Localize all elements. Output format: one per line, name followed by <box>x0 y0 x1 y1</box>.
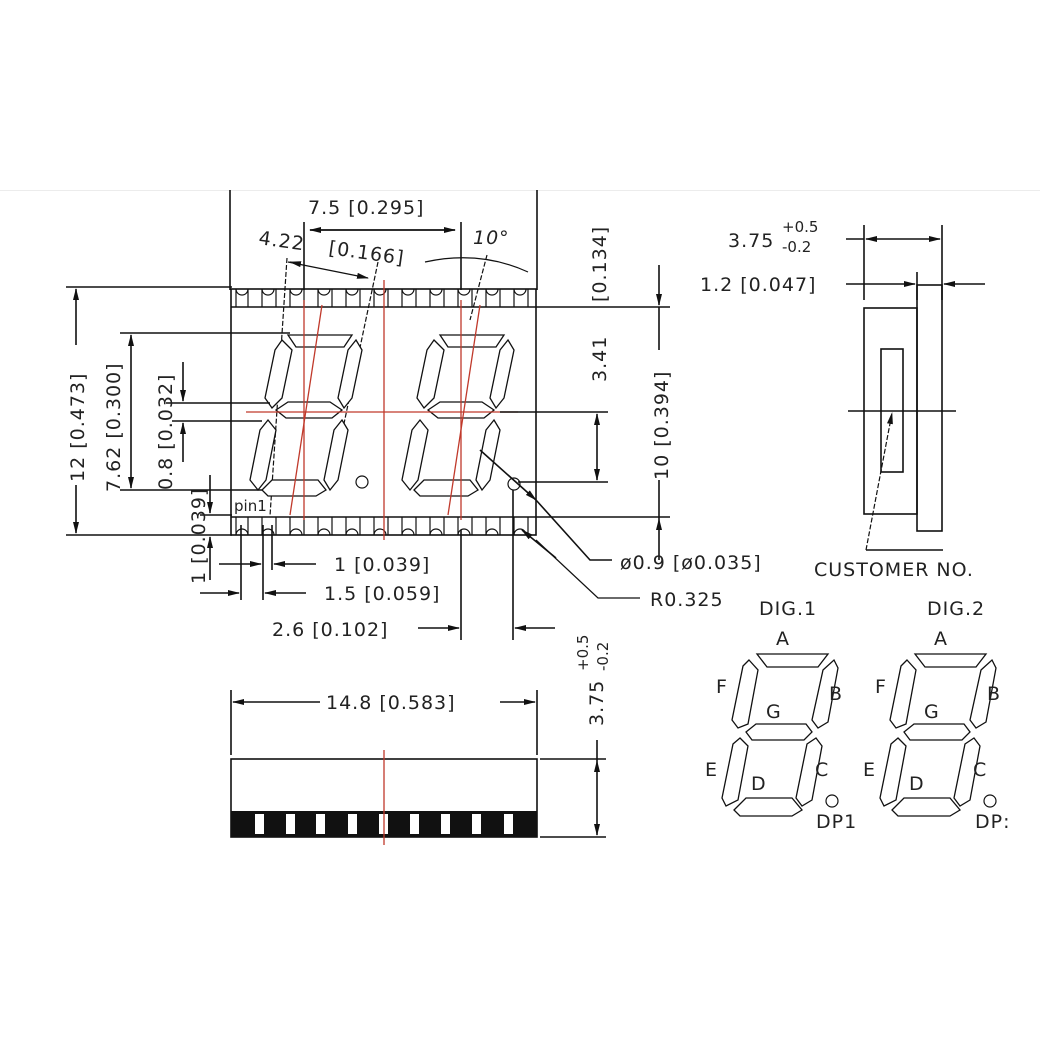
dig1-label-g: G <box>766 701 782 723</box>
side-view <box>846 225 985 551</box>
dig2-label-dp: DP: <box>975 811 1011 833</box>
dig1-label-a: A <box>776 628 790 650</box>
dim-width-between-digits: 7.5 [0.295] <box>308 197 424 219</box>
dig2-label-f: F <box>875 676 887 698</box>
pin1-label: pin1 <box>234 497 267 515</box>
front-dim-tol-plus: +0.5 <box>574 635 592 671</box>
dig1-label-e: E <box>705 759 718 781</box>
dim-radius: R0.325 <box>650 589 724 611</box>
side-dim-depth: 3.75 <box>728 230 774 252</box>
dim-slant-a: 4.22 <box>257 227 306 255</box>
dim-pad-pitch: 1.5 [0.059] <box>324 583 440 605</box>
top-pads <box>235 288 529 307</box>
dim-dp-diameter: ø0.9 [ø0.035] <box>620 552 762 574</box>
dim-dp-offset: 2.6 [0.102] <box>272 619 388 641</box>
dig1-label-b: B <box>829 683 843 705</box>
segment-diagram-dig2 <box>879 653 997 817</box>
dim-top-margin: [0.134] <box>589 226 611 302</box>
front-dim-tol-minus: -0.2 <box>594 642 612 671</box>
dig2-label-a: A <box>934 628 948 650</box>
front-view <box>66 190 670 640</box>
dig1-label-c: C <box>815 759 829 781</box>
dig2-label-b: B <box>987 683 1001 705</box>
front-digit-1 <box>249 334 369 497</box>
dim-angle: 10° <box>473 227 510 249</box>
side-dim-thickness: 1.2 [0.047] <box>700 274 816 296</box>
side-dim-tol-plus: +0.5 <box>782 218 818 236</box>
dim-digit-height: 7.62 [0.300] <box>103 362 125 492</box>
dim-lower-half: 3.41 <box>589 336 611 382</box>
drawing-sheet <box>0 190 1040 847</box>
dim-pin-offset: 1 [0.039] <box>188 488 210 584</box>
bottom-pads <box>235 517 529 536</box>
dig1-title: DIG.1 <box>759 598 817 620</box>
bottom-view <box>230 690 606 845</box>
dim-slant-b: [0.166] <box>327 237 406 269</box>
dig1-label-dp: DP1 <box>816 811 857 833</box>
front-digit-2 <box>401 334 521 497</box>
dig2-label-e: E <box>863 759 876 781</box>
dig2-label-g: G <box>924 701 940 723</box>
dim-body-height: 10 [0.394] <box>651 371 673 480</box>
dig1-label-d: D <box>751 773 767 795</box>
dig2-label-c: C <box>973 759 987 781</box>
bottom-dim-length: 14.8 [0.583] <box>326 692 456 714</box>
dim-pad-width: 1 [0.039] <box>334 554 430 576</box>
dig2-title: DIG.2 <box>927 598 985 620</box>
side-dim-tol-minus: -0.2 <box>782 238 811 256</box>
dim-segment-width: 0.8 [0.032] <box>155 374 177 490</box>
dig2-label-d: D <box>909 773 925 795</box>
dig1-label-f: F <box>716 676 728 698</box>
customer-number-label: CUSTOMER NO. <box>814 559 974 581</box>
segment-diagram-dig1 <box>721 653 839 817</box>
dim-total-height: 12 [0.473] <box>67 373 89 482</box>
front-dim-side-height: 3.75 <box>586 680 608 726</box>
